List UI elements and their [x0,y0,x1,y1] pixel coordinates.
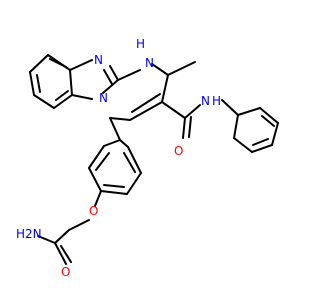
atom-amide-h: H [212,94,221,108]
atom-n-bridge: N [99,91,108,105]
atom-labels: N H N N N H O O O H2N [16,37,221,279]
atom-nh2: H2N [16,227,42,241]
atom-nh-ring-h: H [136,37,145,51]
atom-amide-o: O [174,144,183,158]
atom-ether-o: O [89,204,98,218]
molecule-structure: N H N N N H O O O H2N [16,37,279,279]
bond-lines [29,54,279,265]
atom-n-imine: N [94,53,103,67]
atom-primary-amide-o: O [61,265,70,279]
atom-amide-n: N [201,94,210,108]
atom-nh-ring-n: N [145,56,154,70]
